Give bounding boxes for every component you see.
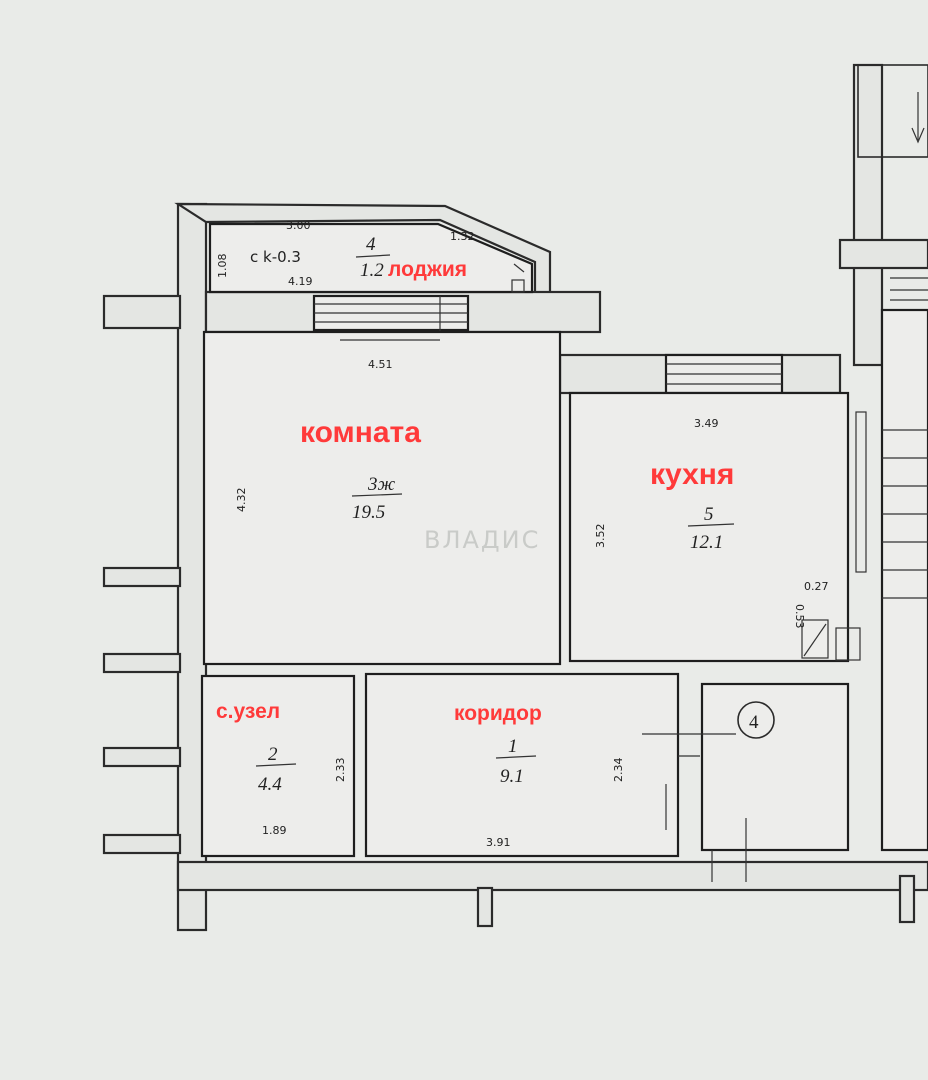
- bathroom-dim-bottom: 1.89: [262, 824, 287, 837]
- kitchen-number: 5: [704, 504, 714, 525]
- corridor-number: 1: [508, 736, 518, 757]
- corridor-dim-bottom: 3.91: [486, 836, 511, 849]
- staircase: [857, 64, 928, 852]
- loggia-label: лоджия: [388, 258, 467, 281]
- watermark: ВЛАДИС: [424, 526, 540, 554]
- kitchen-dim-top: 3.49: [694, 417, 719, 430]
- kitchen-area: 12.1: [690, 532, 723, 553]
- stair-marker-circle: [737, 701, 775, 739]
- bathroom: с.узел 2 4.4 2.33 1.89: [200, 674, 356, 858]
- kitchen: 3.49 3.52 кухня 5 12.1 0.53 0.27: [568, 391, 867, 663]
- loggia-dim-top: 3.00: [286, 219, 311, 232]
- kitchen-dim-left: 3.52: [594, 524, 607, 549]
- corridor-label: коридор: [454, 702, 542, 725]
- corridor-dim-right: 2.34: [612, 758, 625, 783]
- kitchen-dim-small-a: 0.53: [793, 604, 806, 629]
- stairwell-box: 4: [642, 682, 850, 882]
- window-loggia: [312, 294, 470, 352]
- corridor-area: 9.1: [500, 766, 524, 787]
- stair-marker-label: 4: [749, 712, 759, 733]
- kitchen-label: кухня: [650, 458, 734, 491]
- living-room: 4.51 4.32 комната 3ж 19.5 ВЛАДИС: [202, 330, 562, 666]
- bathroom-label: с.узел: [216, 700, 280, 723]
- loggia: 3.00 1.32 1.08 4.19 c k-0.3 4 1.2 лоджия: [208, 219, 534, 294]
- bathroom-dim-right: 2.33: [334, 758, 347, 783]
- loggia-area: 1.2: [360, 260, 384, 281]
- living-room-number: 3ж: [367, 474, 396, 495]
- living-room-dim-left: 4.32: [235, 488, 248, 513]
- window-kitchen: [664, 353, 784, 395]
- loggia-note: c k-0.3: [250, 248, 301, 266]
- living-room-dim-top: 4.51: [368, 358, 393, 371]
- living-room-label: комната: [300, 416, 421, 449]
- loggia-number: 4: [366, 234, 376, 255]
- loggia-dim-left: 1.08: [216, 254, 229, 279]
- corridor: коридор 1 9.1 2.34 3.91: [364, 672, 700, 858]
- bathroom-area: 4.4: [258, 774, 282, 795]
- loggia-dim-bottom: 4.19: [288, 275, 313, 288]
- bathroom-number: 2: [268, 744, 278, 765]
- kitchen-dim-small-b: 0.27: [804, 580, 829, 593]
- living-room-area: 19.5: [352, 502, 385, 523]
- loggia-dim-top-right: 1.32: [450, 230, 475, 243]
